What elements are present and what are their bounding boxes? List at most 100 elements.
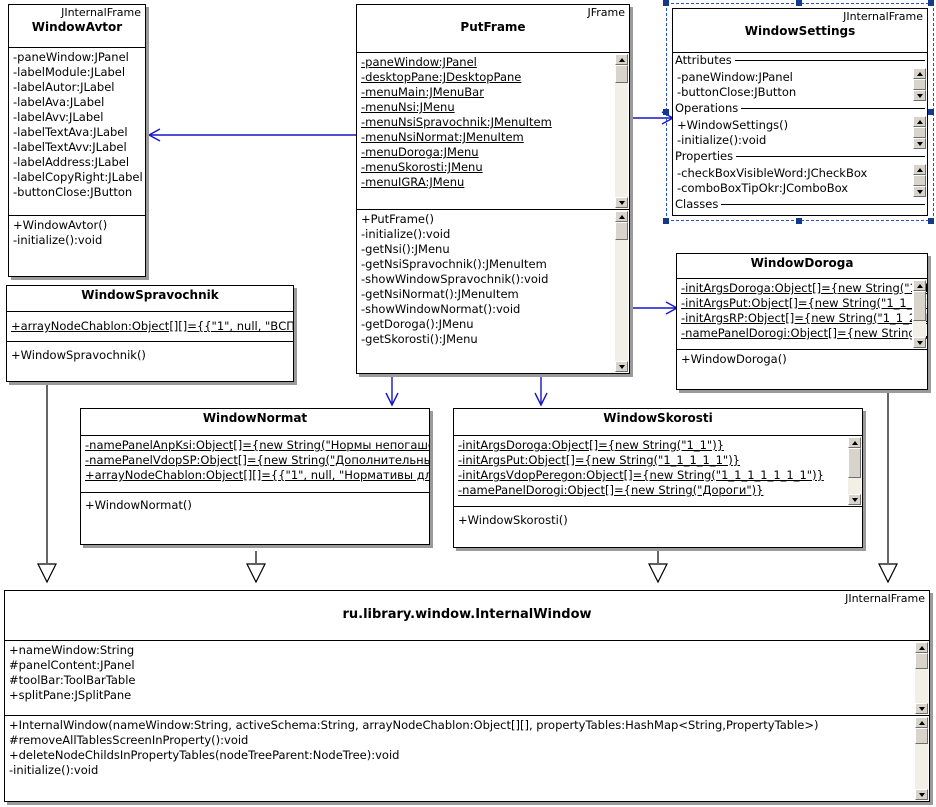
operation-item: -initialize():void (677, 133, 767, 147)
class-box-window-doroga[interactable]: WindowDoroga -initArgsDoroga:Object[]={n… (676, 253, 928, 390)
scroll-down-icon[interactable] (615, 361, 628, 372)
scroll-down-icon[interactable] (913, 337, 926, 348)
attributes-scrollbar[interactable] (614, 54, 628, 208)
class-box-window-settings[interactable]: JInternalFrame WindowSettings Attributes… (672, 8, 928, 216)
attribute-item: -menuNsiNormat:JMenuItem (361, 130, 524, 144)
class-name-label: ru.library.window.InternalWindow (342, 607, 592, 622)
operation-item: +PutFrame() (361, 212, 434, 226)
attribute-item: #panelContent:JPanel (9, 658, 135, 672)
attributes-compartment-window-avtor[interactable]: -paneWindow:JPanel -labelModule:JLabel -… (9, 48, 145, 216)
scrollbar-thumb[interactable] (913, 127, 926, 138)
stereotype-label: JInternalFrame (845, 592, 925, 605)
attribute-item: -paneWindow:JPanel (677, 70, 793, 84)
scroll-down-icon[interactable] (915, 703, 928, 714)
scrollbar-thumb[interactable] (848, 448, 861, 478)
group-header-classes[interactable]: Classes (673, 197, 927, 212)
scroll-down-icon[interactable] (913, 90, 926, 101)
selection-handle-top-center[interactable] (796, 0, 802, 6)
scrollbar-thumb[interactable] (913, 291, 926, 321)
attribute-item: -labelAvv:JLabel (13, 110, 104, 124)
operations-compartment-window-settings[interactable]: +WindowSettings() -initialize():void (673, 116, 927, 149)
attribute-item: -initArgsVdopPeregon:Object[]={new Strin… (458, 468, 824, 482)
group-label: Properties (675, 149, 734, 163)
operations-compartment-window-spravochnik[interactable]: +WindowSpravochnik() (7, 342, 293, 381)
scrollbar-thumb[interactable] (913, 175, 926, 186)
operations-compartment-internal-window[interactable]: +InternalWindow(nameWindow:String, activ… (5, 716, 929, 801)
attribute-item: -labelAutor:JLabel (13, 80, 115, 94)
attribute-item: -initArgsRP:Object[]={new String("1_1_2_… (681, 311, 927, 325)
operations-compartment-window-skorosti[interactable]: +WindowSkorosti() (454, 507, 862, 547)
scroll-down-icon[interactable] (615, 197, 628, 208)
attribute-item: -namePanelAnpKsi:Object[]={new String("Н… (85, 438, 429, 452)
scroll-up-icon[interactable] (913, 68, 926, 79)
scrollbar-thumb[interactable] (913, 79, 926, 90)
class-box-internal-window[interactable]: JInternalFrame ru.library.window.Interna… (4, 590, 930, 802)
operations-scrollbar[interactable] (912, 116, 926, 149)
group-header-operations[interactable]: Operations (673, 101, 927, 116)
class-box-window-avtor[interactable]: JInternalFrame WindowAvtor -paneWindow:J… (8, 4, 146, 277)
class-name-label: PutFrame (460, 20, 526, 34)
scroll-down-icon[interactable] (915, 789, 928, 800)
scroll-up-icon[interactable] (915, 642, 928, 653)
attribute-item: -menuSkorosti:JMenu (361, 160, 483, 174)
attributes-compartment-window-normat[interactable]: -namePanelAnpKsi:Object[]={new String("Н… (81, 436, 429, 493)
scroll-up-icon[interactable] (913, 280, 926, 291)
class-box-window-spravochnik[interactable]: WindowSpravochnik +arrayNodeChablon:Obje… (6, 285, 294, 382)
class-box-window-normat[interactable]: WindowNormat -namePanelAnpKsi:Object[]={… (80, 408, 430, 545)
classes-compartment-window-settings[interactable]: #ClassNameTreeCellRenderer (673, 212, 927, 215)
attributes-compartment-internal-window[interactable]: +nameWindow:String #panelContent:JPanel … (5, 641, 929, 716)
attributes-compartment-put-frame[interactable]: -paneWindow:JPanel -desktopPane:JDesktop… (357, 53, 629, 210)
attributes-scrollbar[interactable] (847, 437, 861, 505)
attribute-item: -paneWindow:JPanel (13, 50, 129, 64)
operations-compartment-window-doroga[interactable]: +WindowDoroga() (677, 350, 927, 389)
attributes-scrollbar[interactable] (912, 280, 926, 348)
operations-compartment-window-normat[interactable]: +WindowNormat() (81, 493, 429, 544)
scroll-down-icon[interactable] (913, 186, 926, 197)
scroll-up-icon[interactable] (913, 164, 926, 175)
scroll-down-icon[interactable] (913, 138, 926, 149)
group-header-attributes[interactable]: Attributes (673, 53, 927, 68)
attribute-item: -labelCopyRight:JLabel (13, 170, 143, 184)
attribute-item: -menuMain:JMenuBar (361, 85, 484, 99)
stereotype-label: JInternalFrame (61, 6, 141, 19)
attribute-item: +arrayNodeChablon:Object[][]={{"1", null… (11, 319, 293, 333)
attributes-compartment-window-skorosti[interactable]: -initArgsDoroga:Object[]={new String("1_… (454, 436, 862, 507)
scrollbar-thumb[interactable] (615, 65, 628, 83)
operations-compartment-put-frame[interactable]: +PutFrame() -initialize():void -getNsi()… (357, 210, 629, 373)
properties-compartment-window-settings[interactable]: -checkBoxVisibleWord:JCheckBox -comboBox… (673, 164, 927, 197)
operation-item: +WindowAvtor() (13, 218, 108, 232)
scroll-up-icon[interactable] (615, 211, 628, 222)
class-box-put-frame[interactable]: JFrame PutFrame -paneWindow:JPanel -desk… (356, 4, 630, 374)
properties-scrollbar[interactable] (912, 164, 926, 197)
class-header-put-frame: JFrame PutFrame (357, 5, 629, 53)
attributes-scrollbar[interactable] (912, 68, 926, 101)
selection-handle-middle-right[interactable] (928, 109, 934, 115)
attributes-compartment-window-settings[interactable]: -paneWindow:JPanel -buttonClose:JButton (673, 68, 927, 101)
operation-item: +WindowDoroga() (681, 352, 787, 366)
selection-handle-bottom-center[interactable] (796, 218, 802, 224)
scroll-up-icon[interactable] (913, 116, 926, 127)
selection-handle-bottom-left[interactable] (663, 218, 669, 224)
scroll-up-icon[interactable] (915, 717, 928, 728)
selection-handle-bottom-right[interactable] (928, 218, 934, 224)
scroll-up-icon[interactable] (615, 54, 628, 65)
scroll-up-icon[interactable] (848, 437, 861, 448)
group-header-properties[interactable]: Properties (673, 149, 927, 164)
selection-handle-top-left[interactable] (663, 0, 669, 6)
attribute-item: -desktopPane:JDesktopPane (361, 70, 522, 84)
operations-scrollbar[interactable] (614, 211, 628, 372)
class-header-window-spravochnik: WindowSpravochnik (7, 286, 293, 312)
operations-compartment-window-avtor[interactable]: +WindowAvtor() -initialize():void (9, 216, 145, 252)
selection-handle-top-right[interactable] (928, 0, 934, 6)
class-box-window-skorosti[interactable]: WindowSkorosti -initArgsDoroga:Object[]=… (453, 408, 863, 548)
selection-handle-middle-left[interactable] (663, 109, 669, 115)
attributes-compartment-window-spravochnik[interactable]: +arrayNodeChablon:Object[][]={{"1", null… (7, 312, 293, 342)
scrollbar-thumb[interactable] (915, 728, 928, 744)
scroll-down-icon[interactable] (848, 494, 861, 505)
scrollbar-thumb[interactable] (915, 653, 928, 669)
scrollbar-thumb[interactable] (615, 222, 628, 240)
attributes-scrollbar[interactable] (914, 642, 928, 714)
operation-item: +WindowSettings() (677, 118, 789, 132)
operations-scrollbar[interactable] (914, 717, 928, 800)
attributes-compartment-window-doroga[interactable]: -initArgsDoroga:Object[]={new String("1_… (677, 279, 927, 350)
